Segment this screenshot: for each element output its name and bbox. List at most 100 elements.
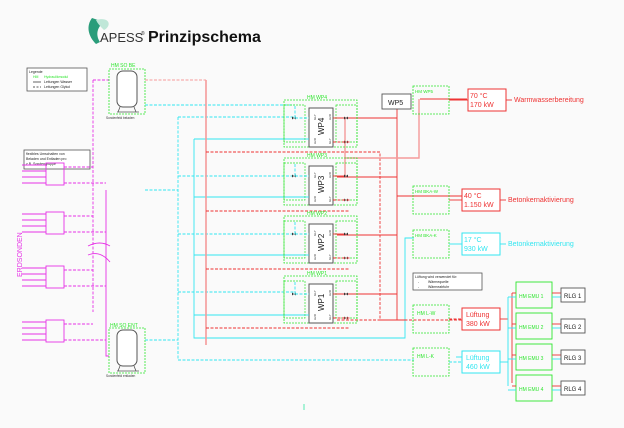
emu-4: HM EMU 4 RLG 4 <box>508 374 586 402</box>
consumer-temperature: 17 °C <box>464 236 482 244</box>
svg-text:H2O: H2O <box>313 137 317 144</box>
hm-emu-label: HM EMU 3 <box>519 356 544 362</box>
hm-emu-label: HM EMU 1 <box>519 294 544 300</box>
ventilation-2: HM L-K Lüftung 460 kW <box>412 347 508 377</box>
valve-icon <box>344 256 348 260</box>
wp5-box <box>381 93 412 110</box>
storage-tank-icon <box>116 70 138 108</box>
ventilation-units: HM L-W Lüftung 380 kW HM L-K Lüftung 460 kW <box>412 304 508 377</box>
probe-groups <box>22 162 106 343</box>
heat-pump-name: WP1 <box>317 293 326 311</box>
consumer-temperature: 70 °C <box>470 92 488 100</box>
svg-text:GLY: GLY <box>328 138 332 144</box>
hm-module-box <box>412 304 450 334</box>
svg-text:GLY: GLY <box>328 196 332 202</box>
hm-emu-box <box>515 343 553 371</box>
rlg-box <box>560 287 586 303</box>
hm-emu-label: HM EMU 2 <box>519 325 544 331</box>
wp5-label: WP5 <box>388 100 403 107</box>
svg-text:GLY: GLY <box>328 254 332 260</box>
legend-title: Legende <box>29 70 43 74</box>
hm-module-box <box>412 347 450 377</box>
svg-text:H2O: H2O <box>313 313 317 320</box>
legend: Legende HM Hydraulikmodul Leitungen Wass… <box>26 67 88 92</box>
rlg-label: RLG 3 <box>564 356 582 362</box>
red-piping <box>145 79 467 345</box>
magenta-distribution <box>87 79 111 357</box>
hm-module-label: HM WP5 <box>415 89 433 94</box>
svg-text:GLY: GLY <box>313 290 317 296</box>
hm-emu-label: HM EMU 4 <box>519 387 544 393</box>
consumer-label: Betonkernaktivierung <box>508 197 574 204</box>
rlg-box <box>560 380 586 396</box>
hm-so-be-box <box>108 68 146 115</box>
ventilation-power: 380 kW <box>466 321 490 328</box>
hm-wp-label: HM WP4 <box>307 95 327 101</box>
hm-so-ent-box <box>108 327 146 374</box>
legend-label-hm: Hydraulikmodul <box>44 75 68 79</box>
ventilation-power: 460 kW <box>466 364 490 371</box>
hm-emu-box <box>515 281 553 309</box>
wp5: WP5 <box>381 93 412 110</box>
valve-icon <box>344 292 348 296</box>
storage-top-caption: Sondenfeld beladen <box>106 116 135 120</box>
svg-text:-: - <box>418 285 420 289</box>
valve-icon <box>344 232 348 236</box>
probe-group <box>22 211 106 235</box>
hm-so-ent-label: HM SO ENT <box>110 323 138 329</box>
consumer-temperature: 40 °C <box>464 192 482 200</box>
svg-text:GLY: GLY <box>313 114 317 120</box>
svg-text:H2O: H2O <box>328 171 332 178</box>
storage-top: HM SO BE Sondenfeld beladen <box>106 63 146 120</box>
ventilation-label: Lüftung <box>466 312 489 319</box>
svg-text:H2O: H2O <box>313 253 317 260</box>
legend-key-hm: HM <box>33 75 39 79</box>
svg-text:GLY: GLY <box>328 314 332 320</box>
hm-emu-box <box>515 374 553 402</box>
consumer-label: Warmwasserbereitung <box>514 97 584 104</box>
storage-bottom-caption: Sondenfeld entladen <box>106 374 135 378</box>
emu-3: HM EMU 3 RLG 3 <box>508 343 586 371</box>
erdsonden-label: ERDSONDEN <box>17 232 24 277</box>
cyan-piping <box>145 104 467 361</box>
hm-module-label: HM L-W <box>417 311 436 317</box>
hm-emu-box <box>515 312 553 340</box>
heat-pump-name: WP4 <box>317 117 326 135</box>
logo-swoosh-light-icon <box>96 19 109 30</box>
probe-group <box>22 162 106 186</box>
svg-text:H2O: H2O <box>328 289 332 296</box>
hm-module-label: HM BKA-K <box>415 233 437 238</box>
svg-text:-: - <box>418 280 420 284</box>
svg-text:Lüftung wird verwendet für:: Lüftung wird verwendet für: <box>415 275 457 279</box>
heat-pump-name: WP2 <box>317 233 326 251</box>
consumer-2: HM BKA-W40 °C1.150 kWBetonkernaktivierun… <box>412 185 574 215</box>
hm-wp-label: HM WP2 <box>307 211 327 217</box>
storage-tank-icon <box>116 329 138 367</box>
legend-label-water: Leitungen Wasser <box>44 80 73 84</box>
heat-pump-box <box>308 283 334 324</box>
heat-pump-name: WP3 <box>317 175 326 193</box>
ventilation-note: Lüftung wird verwendet für: - Wärmequell… <box>412 272 483 291</box>
probe-group <box>22 265 106 289</box>
hm-module-label: HM L-K <box>417 354 435 360</box>
switching-note: flexibles Umschalten von Beladen und Ent… <box>23 149 91 170</box>
valve-icon <box>344 174 348 178</box>
svg-text:H2O: H2O <box>313 195 317 202</box>
rlg-label: RLG 4 <box>564 387 582 393</box>
valve-icon <box>344 316 348 320</box>
consumer-power: 930 kW <box>464 246 488 253</box>
rlg-label: RLG 2 <box>564 325 582 331</box>
ventilation-label: Lüftung <box>466 355 489 362</box>
svg-text:H2O: H2O <box>328 229 332 236</box>
